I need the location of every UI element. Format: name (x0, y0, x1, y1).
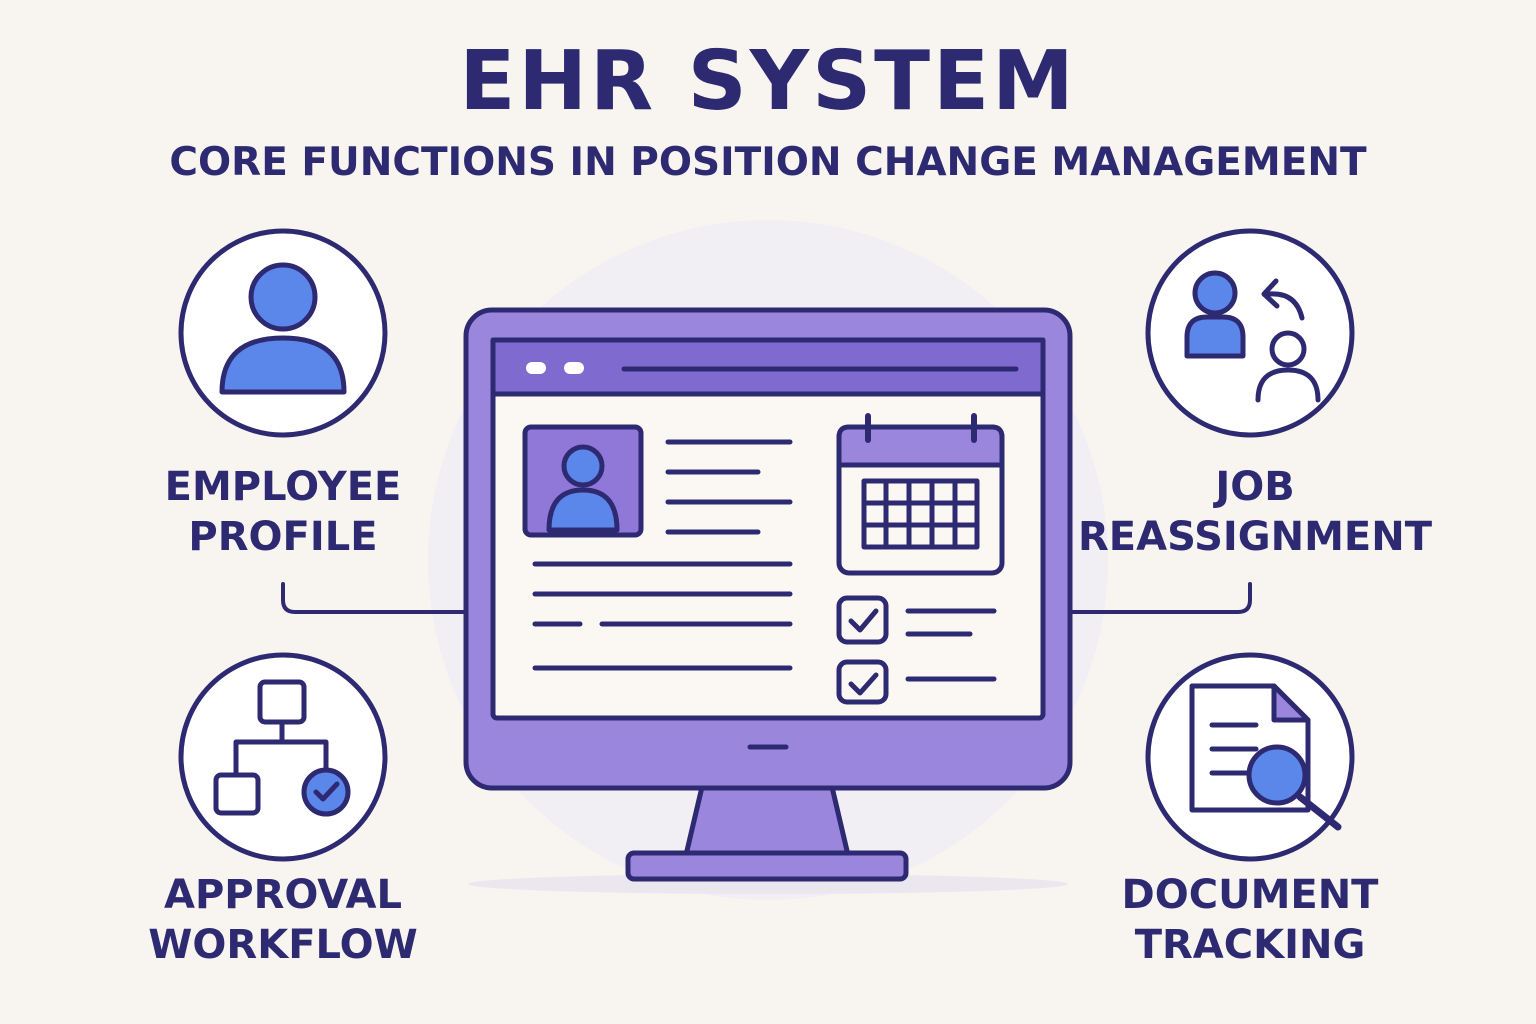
document-search-icon (1145, 652, 1355, 862)
connector-left (281, 582, 468, 614)
approval-workflow-label: APPROVAL WORKFLOW (148, 872, 418, 968)
page-title: EHR SYSTEM (459, 34, 1077, 129)
employee-profile-label: EMPLOYEE PROFILE (164, 464, 402, 560)
document-tracking-label: DOCUMENT TRACKING (1121, 872, 1379, 968)
profile-body (546, 487, 620, 533)
calendar-icon (836, 413, 1005, 576)
workflow-icon (178, 652, 388, 862)
page-subtitle: CORE FUNCTIONS IN POSITION CHANGE MANAGE… (169, 140, 1367, 185)
job-reassignment-label: JOB REASSIGNMENT (1078, 464, 1432, 560)
window-dot-icon (526, 362, 546, 374)
monitor-illustration (463, 307, 1073, 894)
profile-head (561, 444, 605, 488)
monitor-neck (683, 784, 851, 858)
monitor-shadow (468, 874, 1068, 894)
user-profile-icon (178, 228, 388, 438)
window-dot-icon (564, 362, 584, 374)
check-item (836, 595, 997, 645)
user-swap-icon (1145, 228, 1355, 438)
monitor-base (625, 850, 909, 882)
check-item (836, 659, 997, 705)
connector-right (1068, 582, 1252, 614)
